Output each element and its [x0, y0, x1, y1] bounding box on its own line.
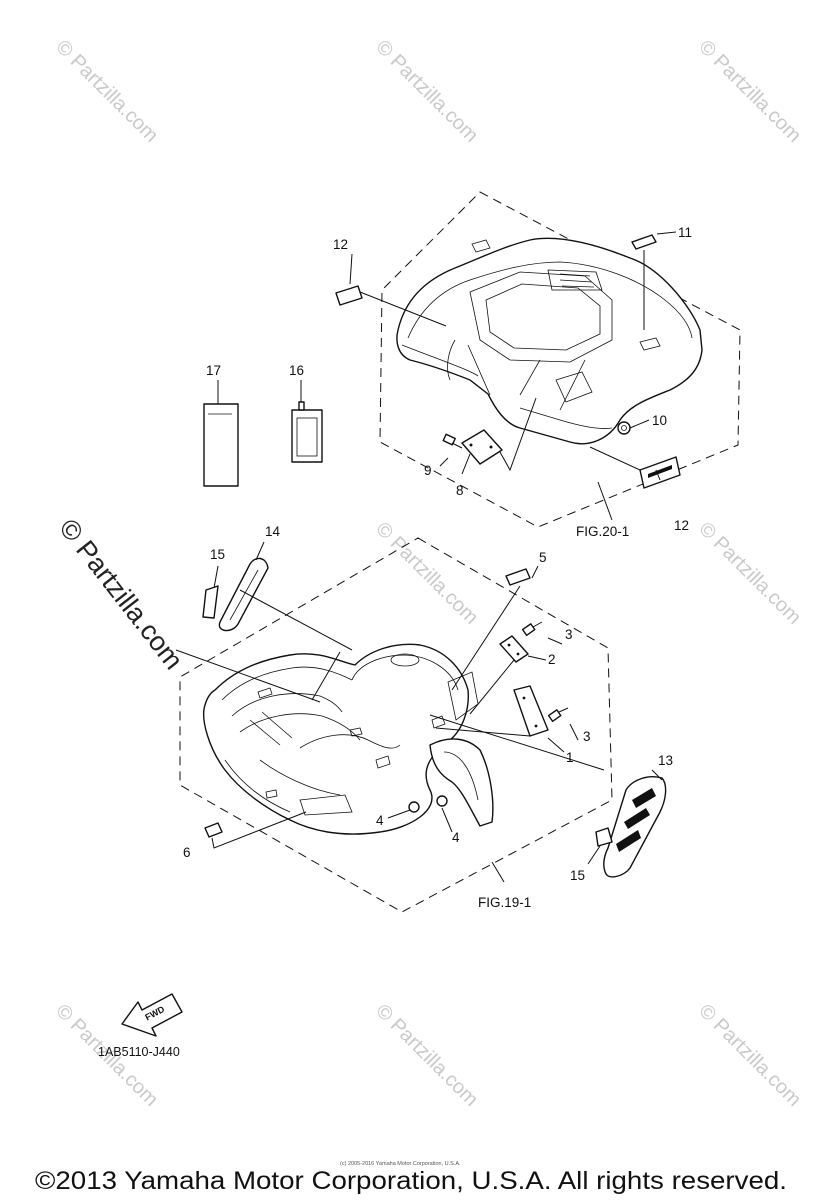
front-fender-group [175, 537, 667, 913]
tiny-copyright-notice: (c) 2005-2016 Yamaha Motor Corporation, … [340, 1161, 461, 1167]
part-15-decal-upper [202, 585, 219, 619]
part-12-label [335, 285, 363, 306]
callout-15: 15 [210, 547, 225, 562]
callout-8: 8 [456, 483, 464, 498]
footer-copyright: ©2013 Yamaha Motor Corporation, U.S.A. A… [35, 1167, 787, 1195]
part-12-emblem [639, 456, 681, 489]
watermark-layer: © Partzilla.com © Partzilla.com © Partzi… [51, 36, 805, 1111]
part-3-rivet-lower [547, 707, 569, 723]
callout-4: 4 [452, 830, 460, 845]
callout-11: 11 [678, 225, 692, 240]
callout-15: 15 [570, 868, 585, 883]
watermark-text: © Partzilla.com [371, 518, 482, 629]
part-15-decal-lower [595, 827, 613, 847]
rear-fender [396, 237, 703, 445]
callout-14: 14 [265, 524, 281, 539]
callout-13: 13 [658, 753, 673, 768]
front-inner-fender [429, 671, 494, 827]
part-4-grommet-left [408, 801, 420, 813]
callout-4: 4 [376, 813, 384, 828]
part-8-plate [461, 429, 503, 465]
watermark-text: © Partzilla.com [694, 1000, 805, 1111]
rear-fender-group [335, 191, 741, 528]
callout-17: 17 [206, 363, 221, 378]
callout-5: 5 [539, 550, 547, 565]
diagram-code: 1AB5110-J440 [98, 1045, 180, 1059]
watermark-text: © Partzilla.com [694, 36, 805, 147]
callout-9: 9 [424, 463, 432, 478]
callout-3: 3 [583, 729, 591, 744]
part-3-rivet-upper [521, 621, 543, 637]
callout-1: 1 [566, 750, 574, 765]
watermark-text: © Partzilla.com [694, 518, 805, 629]
forward-direction-badge: FWD [121, 993, 183, 1037]
part-9-rivet [442, 433, 463, 449]
part-2-plate [499, 635, 529, 663]
part-13-emblem [603, 776, 667, 878]
callout-numbers: 1 2 3 3 4 4 5 6 8 9 10 11 12 12 13 14 15… [183, 225, 692, 883]
front-fender [203, 643, 469, 835]
callout-3: 3 [565, 627, 573, 642]
part-1-plate [513, 685, 549, 737]
callout-10: 10 [652, 413, 667, 428]
watermark-text: © Partzilla.com [371, 1000, 482, 1111]
figure-ref-front: FIG.19-1 [478, 895, 531, 910]
part-14-decal [218, 557, 269, 632]
watermark-text-dark: © Partzilla.com [53, 513, 189, 675]
callout-16: 16 [289, 363, 304, 378]
watermark-text: © Partzilla.com [51, 36, 162, 147]
watermark-text: © Partzilla.com [371, 36, 482, 147]
part-17-decal-sheet [203, 403, 239, 487]
callout-2: 2 [548, 652, 556, 667]
part-6-label [204, 822, 223, 838]
callout-6: 6 [183, 845, 191, 860]
loose-labels [203, 380, 323, 487]
part-11-label [631, 234, 657, 250]
part-16-tag [291, 401, 323, 463]
part-10-grommet [617, 421, 631, 435]
figure-ref-rear: FIG.20-1 [576, 524, 629, 539]
part-4-grommet-right [436, 795, 448, 807]
callout-12: 12 [333, 237, 348, 252]
part-5-label [505, 568, 531, 586]
callout-12: 12 [674, 518, 689, 533]
